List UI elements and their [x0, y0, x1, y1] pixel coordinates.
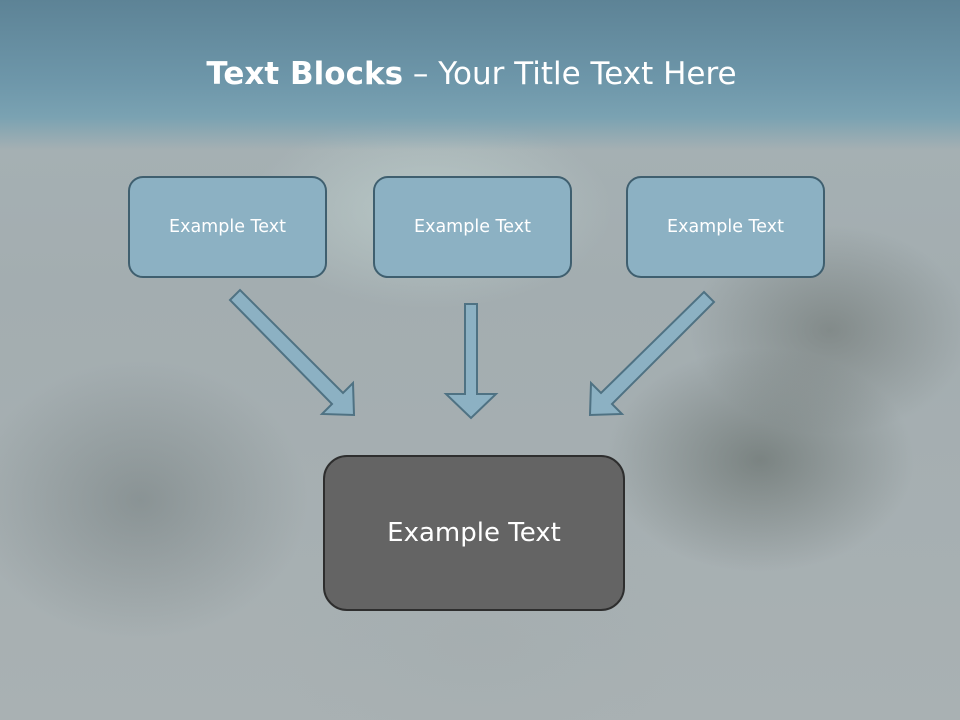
text-block-left-label: Example Text: [169, 217, 286, 237]
title-bold: Text Blocks: [206, 56, 404, 92]
text-block-right: Example Text: [626, 176, 825, 278]
slide-title: Text Blocks – Your Title Text Here: [0, 52, 943, 96]
arrow-left-diagonal: [228, 288, 356, 417]
text-block-left: Example Text: [128, 176, 327, 278]
arrow-right-diagonal: [588, 290, 716, 417]
title-band: [0, 0, 960, 150]
text-block-right-label: Example Text: [667, 217, 784, 237]
result-block-label: Example Text: [387, 518, 561, 548]
result-block: Example Text: [323, 455, 625, 611]
title-rest: – Your Title Text Here: [403, 56, 737, 92]
arrow-center-down: [443, 303, 499, 420]
text-block-middle-label: Example Text: [414, 217, 531, 237]
text-block-middle: Example Text: [373, 176, 572, 278]
